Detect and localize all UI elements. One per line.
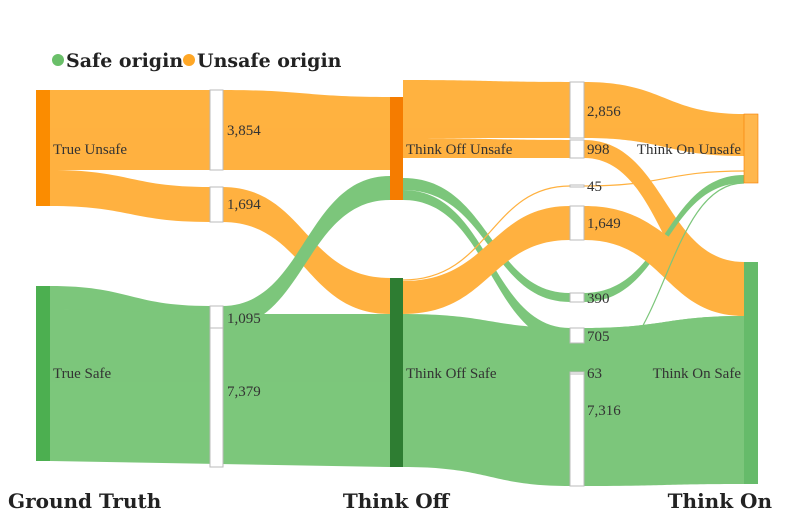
flow-box-705 xyxy=(569,327,585,344)
label-think-off-safe: Think Off Safe xyxy=(406,366,497,382)
value-1095: 1,095 xyxy=(227,311,261,327)
node-think-on-safe[interactable] xyxy=(744,262,758,484)
flow-box-3854 xyxy=(209,89,224,171)
legend: Safe origin Unsafe origin xyxy=(52,50,342,72)
node-true-unsafe[interactable] xyxy=(36,90,50,206)
value-1649: 1,649 xyxy=(587,216,621,232)
value-998: 998 xyxy=(587,142,610,158)
legend-safe-origin: Safe origin xyxy=(66,50,183,72)
node-think-off-unsafe[interactable] xyxy=(390,97,403,200)
label-true-unsafe: True Unsafe xyxy=(53,142,127,158)
flow-value-labels: 3,854 1,694 1,095 7,379 2,856 998 45 1,6… xyxy=(227,104,621,419)
flow-off-safe-to-1649[interactable] xyxy=(403,206,744,316)
nodes xyxy=(36,81,759,487)
column-labels: Ground Truth Think Off Think On xyxy=(8,489,772,513)
label-think-on-safe: Think On Safe xyxy=(653,366,742,382)
value-7316: 7,316 xyxy=(587,403,621,419)
safe-origin-legend-marker xyxy=(52,54,64,66)
value-705: 705 xyxy=(587,329,610,345)
column-label-think-off: Think Off xyxy=(343,489,451,513)
legend-unsafe-origin: Unsafe origin xyxy=(197,50,342,72)
flow-unsafe-to-think-off-unsafe[interactable] xyxy=(50,90,390,170)
flow-off-unsafe-green-to-390[interactable] xyxy=(403,175,744,302)
node-true-safe[interactable] xyxy=(36,286,50,461)
label-think-off-unsafe: Think Off Unsafe xyxy=(406,142,513,158)
node-think-off-safe[interactable] xyxy=(390,278,403,467)
value-3854: 3,854 xyxy=(227,123,261,139)
value-63: 63 xyxy=(587,366,602,382)
flow-box-45 xyxy=(569,184,585,188)
flow-box-7316 xyxy=(569,373,585,487)
node-think-on-unsafe[interactable] xyxy=(743,113,759,184)
column-label-ground-truth: Ground Truth xyxy=(8,489,162,513)
flow-safe-to-think-off-unsafe[interactable] xyxy=(50,176,390,328)
flow-box-1095 xyxy=(209,305,224,329)
value-1694: 1,694 xyxy=(227,197,261,213)
flow-box-998 xyxy=(569,139,585,159)
flow-box-390 xyxy=(569,292,585,303)
flow-box-7379 xyxy=(209,327,224,468)
value-45: 45 xyxy=(587,179,602,195)
flow-box-1649 xyxy=(569,205,585,241)
label-think-on-unsafe: Think On Unsafe xyxy=(637,142,741,158)
label-true-safe: True Safe xyxy=(53,366,112,382)
unsafe-origin-legend-marker xyxy=(183,54,195,66)
value-390: 390 xyxy=(587,291,610,307)
column-label-think-on: Think On xyxy=(668,489,773,513)
flow-box-2856 xyxy=(569,81,585,139)
value-7379: 7,379 xyxy=(227,384,261,400)
node-labels: True Unsafe True Safe Think Off Unsafe T… xyxy=(53,142,741,382)
value-2856: 2,856 xyxy=(587,104,621,120)
flow-box-1694 xyxy=(209,186,224,223)
flow-unsafe-to-think-off-safe[interactable] xyxy=(50,170,390,314)
